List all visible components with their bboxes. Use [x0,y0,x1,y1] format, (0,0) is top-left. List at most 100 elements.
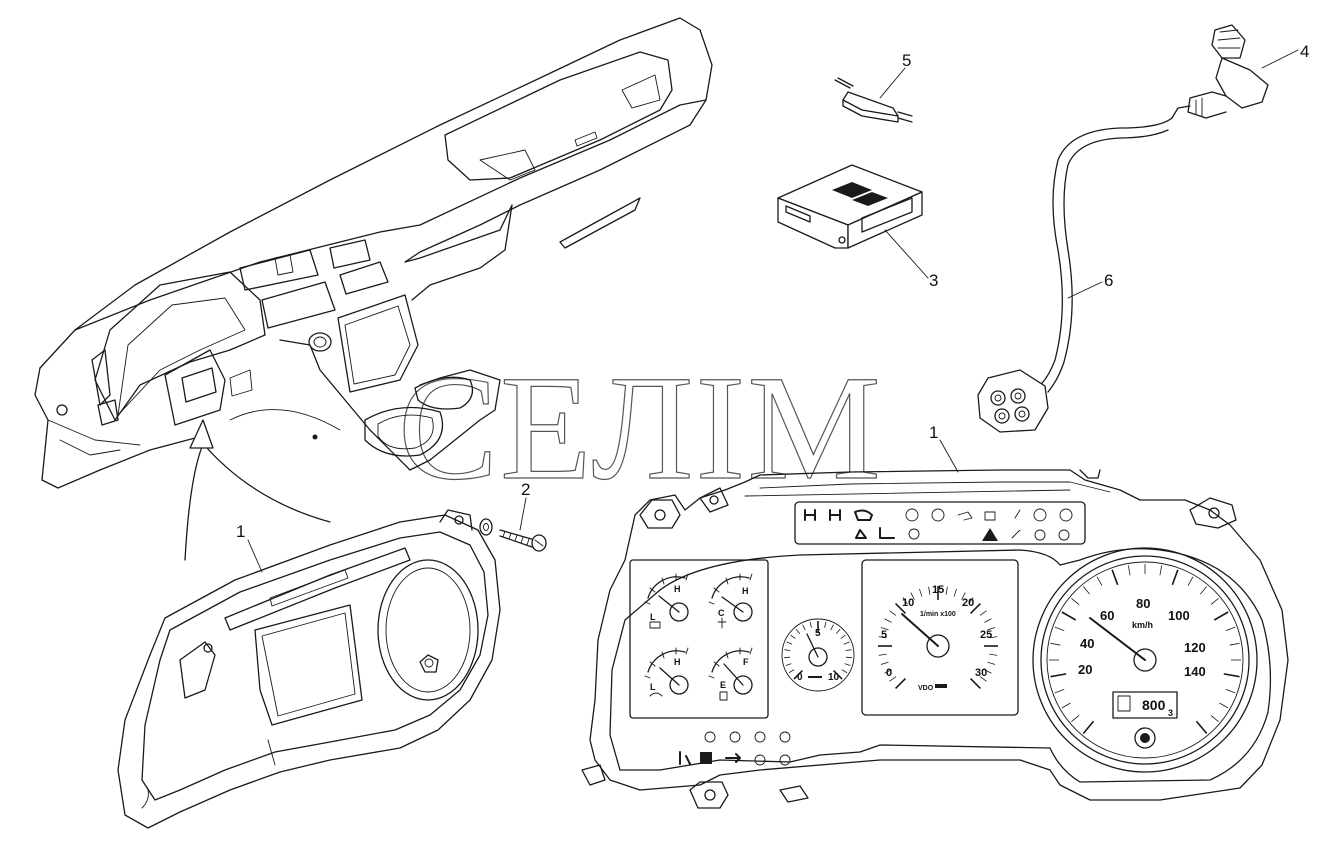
dial-tick [824,621,827,628]
callout-3: 3 [929,271,938,290]
dial-tick [835,628,841,634]
callout-1-left: 1 [236,522,245,541]
dial-tick [953,588,957,597]
speedometer: 20 40 60 80 100 120 140 km/h 800 3 [1032,547,1258,773]
part-5-sensor [834,77,913,123]
dial-tick [884,669,892,674]
svg-text:F: F [743,657,749,667]
dial-tick [809,621,812,628]
svg-text:3: 3 [1168,708,1173,718]
dial-tick [969,677,981,689]
dial-tick [889,610,897,616]
svg-text:5: 5 [881,629,887,641]
svg-text:15: 15 [932,584,944,596]
svg-text:km/h: km/h [1132,620,1153,630]
dial-tick [1061,611,1077,621]
dial-tick [1127,565,1131,576]
dial-tick [880,661,889,665]
dial-tick [1225,626,1236,631]
dial-tick [795,628,801,634]
svg-text:40: 40 [1080,636,1094,651]
svg-text:60: 60 [1100,608,1114,623]
svg-text:20: 20 [1078,662,1092,677]
dial-tick [1050,673,1067,678]
dial-tick [884,618,892,623]
warning-lamp-icons [804,508,1073,541]
mini-gauge-4: F E [708,647,753,701]
instrument-cluster-outline [117,509,501,829]
dial-tick [1171,569,1179,586]
install-arrow [184,409,341,561]
mini-gauge-3: H L [644,647,689,697]
dial-tick [984,618,992,623]
dial-tick [1082,586,1091,595]
dial-tick [1061,702,1071,709]
part-6-cable [1039,117,1173,393]
dial-tick [832,669,843,680]
dial-tick [1050,642,1061,646]
dial-tick [979,676,987,682]
dial-tick [1096,576,1103,586]
dial-tick [793,669,804,680]
svg-text:C: C [718,608,725,618]
dial-tick [878,636,887,639]
dial-tick [841,669,848,674]
dial-tick [1054,626,1065,631]
dial-tick [1223,673,1240,678]
svg-text:800: 800 [1142,697,1166,713]
dial-tick [785,663,792,666]
dial-tick [878,653,887,656]
callout-6: 6 [1104,271,1113,290]
dial-tick [1210,714,1219,723]
svg-text:1/min x100: 1/min x100 [920,611,956,618]
svg-text:10: 10 [902,597,914,609]
dial-tick [880,627,889,631]
dial-tick [961,592,966,600]
svg-text:140: 140 [1184,664,1206,679]
dial-tick [786,641,793,645]
mounting-ears [581,469,1237,809]
dial-tick [902,597,908,605]
svg-text:H: H [674,584,681,594]
dial-tick [845,649,852,652]
dial-tick [802,624,806,631]
dial-tick [895,677,907,689]
callout-2: 2 [521,480,530,499]
dial-tick [1210,597,1219,606]
dial-tick [790,634,796,639]
lower-warning-lamps [679,731,791,766]
dial-tick [1213,611,1229,621]
dial-tick [1082,720,1095,735]
svg-text:120: 120 [1184,640,1206,655]
callout-1-right: 1 [929,423,938,442]
dial-tick [844,663,851,666]
dial-tick [987,661,996,665]
svg-text:0: 0 [797,672,803,683]
svg-text:20: 20 [962,597,974,609]
dial-tick [788,669,795,674]
svg-text:25: 25 [980,629,992,641]
dial-tick [1159,565,1163,576]
dial-tick [984,669,992,674]
dial-tick [1111,569,1119,586]
svg-text:H: H [742,586,749,596]
dashboard-panel [34,17,713,489]
callout-leaders [247,49,1299,573]
svg-text:30: 30 [975,667,987,679]
dial-tick [910,592,915,600]
dial-tick [1225,689,1236,694]
part-4-sensor [1171,24,1269,119]
dial-tick [989,653,998,656]
svg-text:0: 0 [886,667,892,679]
dial-tick [968,597,974,605]
mini-gauge-2: H C [708,573,753,629]
dial-tick [843,641,850,645]
instrument-cluster-front: H L H C H L F E [581,469,1289,809]
dial-tick [1054,689,1065,694]
svg-text:VDO: VDO [918,685,934,692]
svg-text:H: H [674,657,681,667]
dial-tick [1195,720,1208,735]
dial-tick [989,636,998,639]
part-6-connector [977,369,1049,433]
